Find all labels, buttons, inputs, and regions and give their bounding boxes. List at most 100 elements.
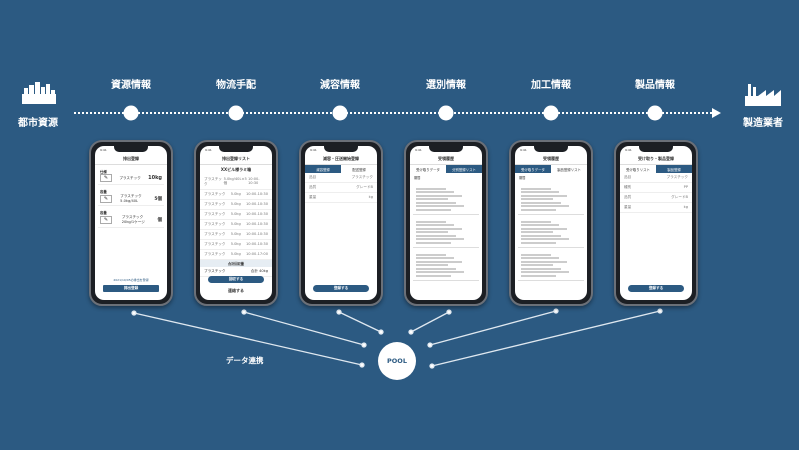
step-dot (438, 105, 454, 121)
step-dot (123, 105, 139, 121)
table-row[interactable]: プラスチック 5.0kg 10:00-10:30 (200, 220, 272, 230)
pool-node: POOL (378, 342, 416, 380)
history-card[interactable] (518, 184, 584, 215)
total-label: 合計回収量 (200, 260, 272, 267)
history-card[interactable] (518, 250, 584, 281)
cell-time: 10:00-10:30 (245, 242, 268, 246)
cell-name: プラスチック (204, 222, 226, 226)
cell-weight: 5.0kg (230, 242, 241, 246)
flow-arrow-icon (712, 108, 721, 118)
screen-title: 受け取り・製品登録 (620, 154, 692, 165)
step-label: 加工情報 (531, 80, 571, 91)
cell-name: プラスチック (204, 202, 226, 206)
cell-name: プラスチック (204, 192, 226, 196)
field-label: 品質 (309, 185, 317, 189)
field-label: 品目 (309, 175, 317, 179)
cell-time: 10:00-10:30 (247, 177, 260, 185)
tab[interactable]: 受け取りリスト (626, 167, 650, 172)
date-filter[interactable]: 期間 (519, 176, 526, 180)
form-field[interactable]: 品質グレードB (620, 193, 692, 203)
field-value: PP (683, 185, 688, 189)
history-card[interactable] (413, 184, 479, 215)
form-field[interactable]: 重量 kg (305, 193, 377, 203)
field-value: プラスチック (666, 175, 689, 179)
link-line (338, 311, 382, 333)
register-button[interactable]: 登録する (313, 285, 369, 292)
form-field[interactable]: 品質グレードB (305, 183, 377, 193)
link-line (410, 311, 450, 333)
cell-name: プラスチック (204, 232, 226, 236)
list-item[interactable]: 容量 ✎プラスチック 20kg/1ケージ個 (98, 208, 164, 228)
field-label: 品質 (624, 195, 632, 199)
contact-button[interactable]: 連絡する (228, 288, 244, 293)
tab[interactable]: 分別登録リスト (446, 165, 482, 173)
step-dot (332, 105, 348, 121)
phone-processing: 9:41 受領履歴 受け取りデータ製品登録リスト 期間 (509, 140, 593, 306)
cell-weight: 5.0kg (230, 222, 241, 226)
link-line (431, 310, 661, 367)
screen-title: 排出登録リスト (200, 154, 272, 165)
cell-weight: 5.0kg (230, 212, 241, 216)
step-label: 減容情報 (320, 80, 360, 91)
cell-time: 10:00-10:30 (245, 232, 268, 236)
city-icon (22, 82, 56, 104)
cell-weight: 5.0kg (230, 252, 241, 256)
tab[interactable]: 受け取りデータ (416, 167, 440, 172)
history-card[interactable] (413, 250, 479, 281)
history-card[interactable] (518, 217, 584, 248)
tag-icon: ✎ (100, 174, 112, 182)
tab[interactable]: 配送登録 (352, 167, 366, 172)
note: 2021/10/05の排出を登録 (113, 278, 149, 282)
tab[interactable]: 受け取りデータ (515, 165, 551, 173)
phone-sorting: 9:41 受領履歴 受け取りデータ分別登録リスト 期間 (404, 140, 488, 306)
tab[interactable]: 製品登録 (656, 165, 692, 173)
field-label: 種別 (624, 185, 632, 189)
cell-weight: 5.0kg/40L×5個 (223, 177, 247, 185)
tag-icon: ✎ (100, 216, 112, 224)
step-label: 資源情報 (111, 80, 151, 91)
form-field[interactable]: 品目 プラスチック (620, 173, 692, 183)
step-label: 選別情報 (426, 80, 466, 91)
link-line (133, 312, 363, 366)
field-value: kg (368, 195, 373, 199)
destination-label: 製造業者 (743, 118, 783, 129)
collect-button[interactable]: 回収する (208, 276, 264, 283)
register-button[interactable]: 登録する (628, 285, 684, 292)
discharge-button[interactable]: 排出登録 (103, 285, 159, 292)
cell-weight: 5.0kg (230, 192, 241, 196)
form-field[interactable]: 品目 プラスチック (305, 173, 377, 183)
source-label: 都市資源 (18, 118, 58, 129)
factory-icon (745, 84, 781, 106)
screen-title: 減容・圧送開始登録 (305, 154, 377, 165)
form-field[interactable]: 種別 PP (620, 183, 692, 193)
step-label: 製品情報 (635, 80, 675, 91)
link-line (429, 310, 557, 346)
cell-time: 10:00-17:00 (245, 252, 268, 256)
cell-time: 10:00-10:30 (245, 202, 268, 206)
cell-time: 10:00-10:30 (245, 222, 268, 226)
field-value: プラスチック (351, 175, 374, 179)
tab[interactable]: 減容登録 (305, 165, 341, 173)
tab[interactable]: 製品登録リスト (557, 167, 581, 172)
history-card[interactable] (413, 217, 479, 248)
field-label: 重量 (309, 195, 317, 199)
field-label: 品目 (624, 175, 632, 179)
cell-name: プラスチック (204, 212, 226, 216)
data-link-label: データ連携 (226, 356, 264, 365)
date-filter[interactable]: 期間 (414, 176, 421, 180)
step-dot (228, 105, 244, 121)
field-label: 重量 (624, 205, 632, 209)
